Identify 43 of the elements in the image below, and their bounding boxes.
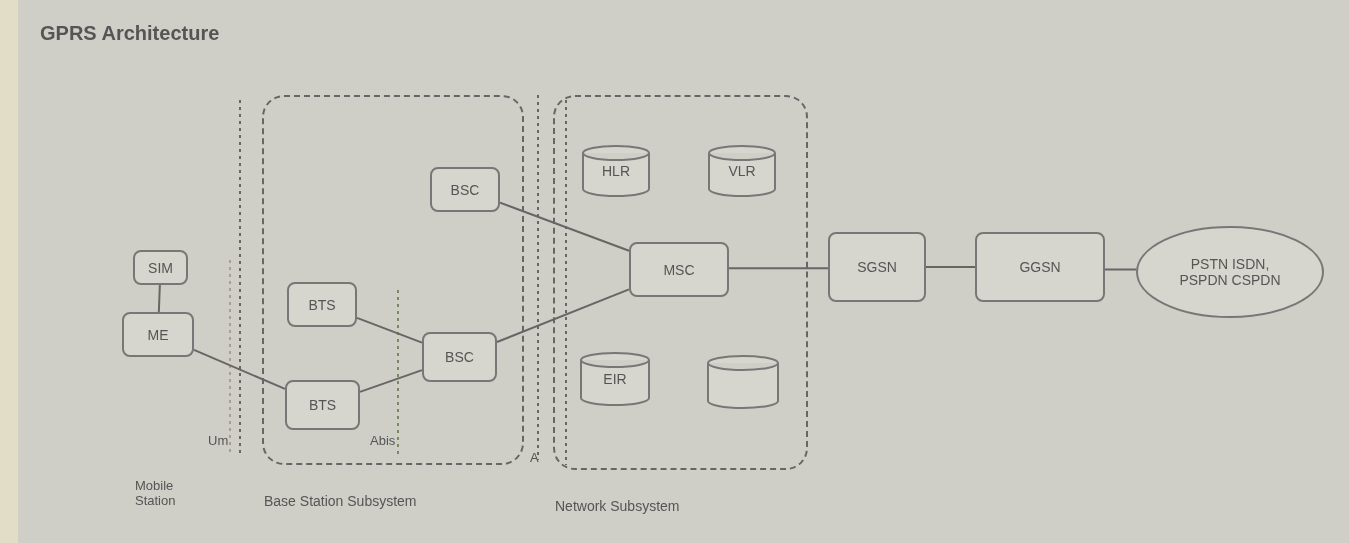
connector-line xyxy=(499,201,630,252)
process-box xyxy=(430,167,500,212)
network-ellipse xyxy=(1136,226,1324,318)
connector-line xyxy=(157,284,161,313)
connector-line xyxy=(728,267,829,270)
node-label: PSTN ISDN, PSPDN CSPDN xyxy=(1178,256,1282,288)
node-label: ME xyxy=(147,326,169,343)
process-box xyxy=(828,232,926,302)
connector-line xyxy=(359,369,423,393)
connector-line xyxy=(925,266,976,268)
process-box xyxy=(975,232,1105,302)
database-cylinder xyxy=(580,352,650,406)
process-box xyxy=(422,332,497,382)
database-cylinder xyxy=(582,145,650,197)
database-cylinder xyxy=(707,355,779,409)
node-label: BTS xyxy=(308,296,336,313)
node-label: BSC xyxy=(450,181,480,198)
process-box xyxy=(122,312,194,357)
node-label: BSC xyxy=(445,349,474,365)
interface-label: A xyxy=(530,450,539,465)
node-label: GGSN xyxy=(1019,259,1061,275)
station-label: Mobile Station xyxy=(135,478,177,508)
node-label: HLR xyxy=(602,163,630,179)
node-label: BTS xyxy=(308,397,337,413)
process-box xyxy=(133,250,188,285)
interface-label: Abis xyxy=(370,433,396,448)
database-cylinder xyxy=(708,145,776,197)
connector-line xyxy=(496,288,630,344)
connector-line xyxy=(356,316,423,344)
node-label: EIR xyxy=(603,371,627,387)
node-label: MSC xyxy=(663,261,695,278)
node-label: SGSN xyxy=(857,259,897,275)
connector-line xyxy=(193,348,286,390)
connector-line xyxy=(1104,268,1137,271)
process-box xyxy=(287,282,357,327)
process-box xyxy=(629,242,729,297)
interface-label: Um xyxy=(208,433,229,448)
process-box xyxy=(285,380,360,430)
diagram-title: GPRS Architecture xyxy=(40,22,220,45)
node-label: VLR xyxy=(728,163,756,179)
node-label: SIM xyxy=(148,259,173,276)
subsystem-label: Base Station Subsystem xyxy=(264,493,417,509)
subsystem-label: Network Subsystem xyxy=(555,498,680,514)
